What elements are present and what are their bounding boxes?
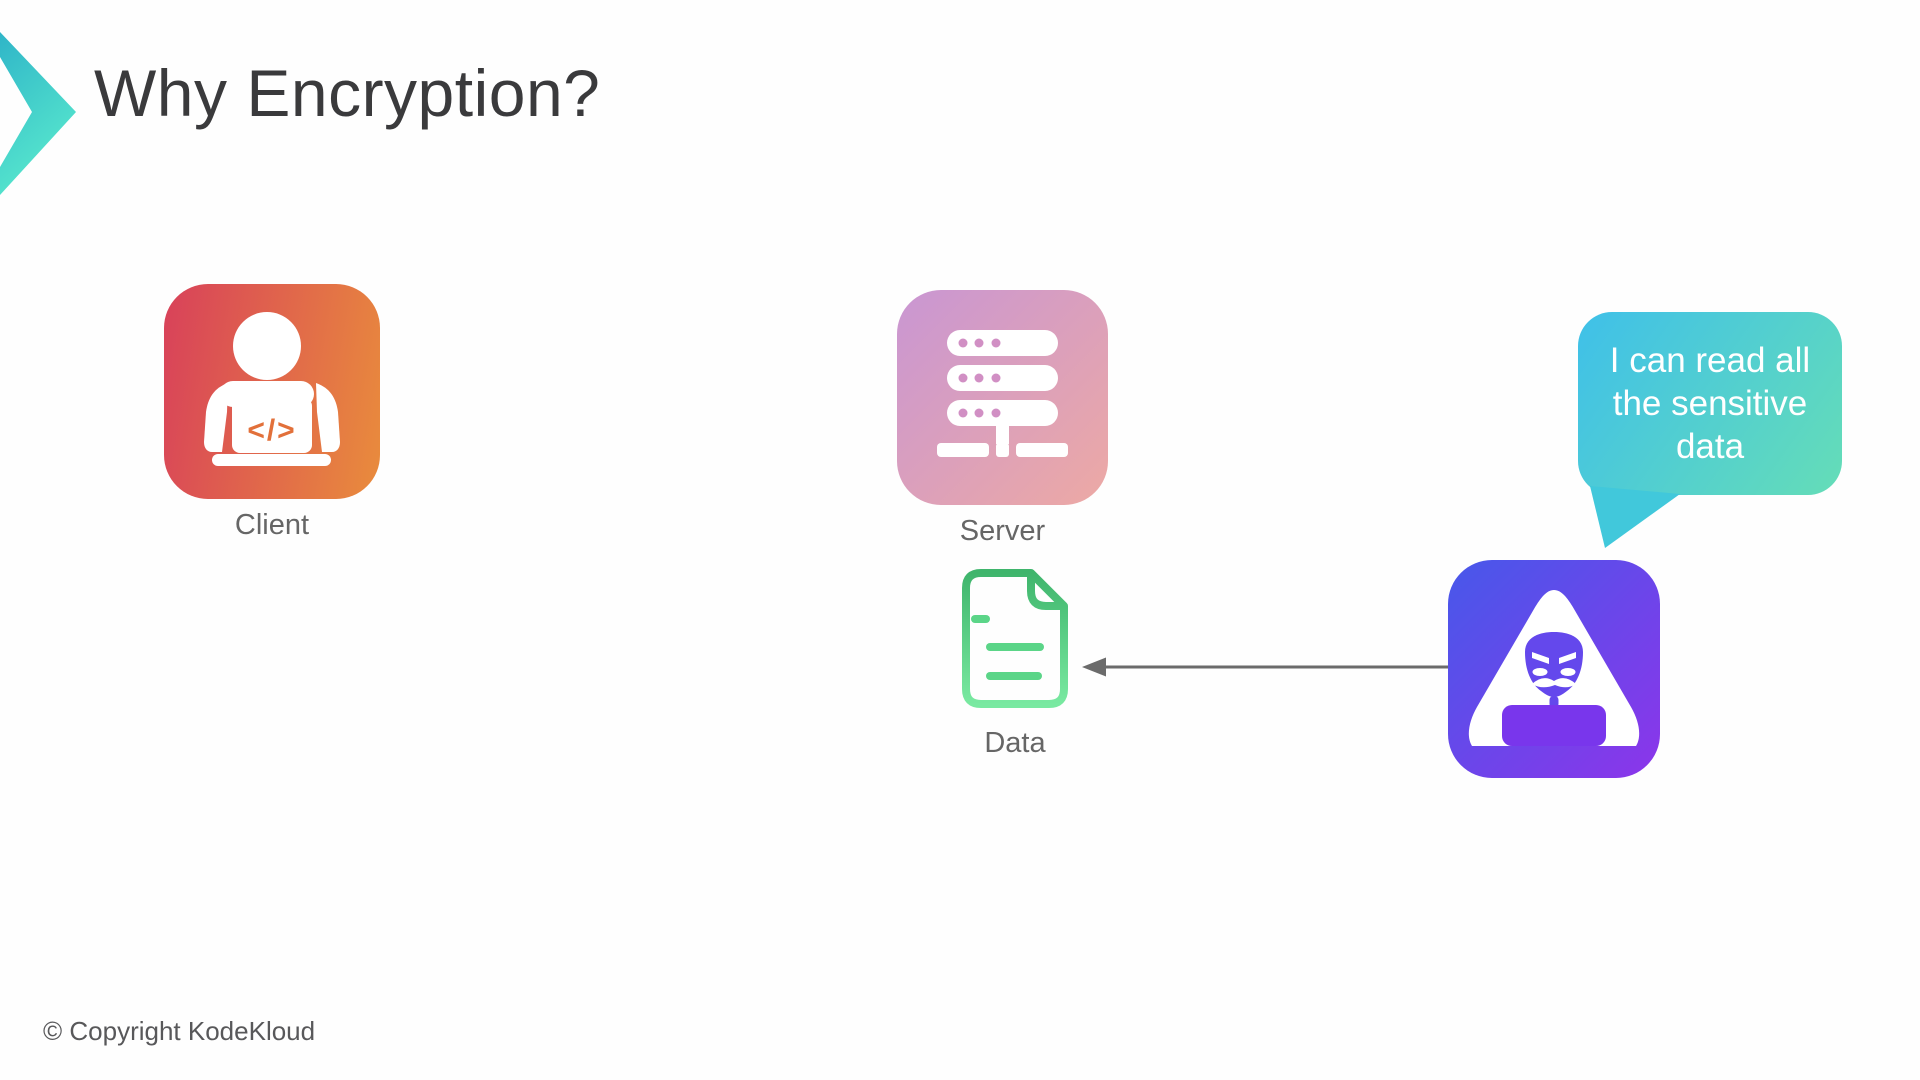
document-icon bbox=[962, 569, 1068, 708]
laptop-base bbox=[212, 454, 331, 466]
laptop-screen bbox=[232, 398, 312, 453]
person-head bbox=[233, 312, 301, 380]
person-right-arm bbox=[316, 383, 340, 452]
developer-person-icon: </> bbox=[164, 284, 380, 499]
page-title: Why Encryption? bbox=[94, 56, 601, 130]
server-node: Server bbox=[897, 290, 1108, 548]
person-left-arm bbox=[204, 383, 228, 452]
kodekloud-chevron-logo bbox=[0, 32, 76, 195]
speech-bubble: I can read all the sensitive data bbox=[1578, 312, 1842, 495]
copyright-footer: © Copyright KodeKloud bbox=[43, 1016, 316, 1046]
server-label: Server bbox=[959, 515, 1046, 547]
hacker-laptop bbox=[1502, 705, 1606, 746]
client-node: </> Client bbox=[164, 284, 380, 542]
anonymous-hacker-icon bbox=[1448, 560, 1660, 778]
hacker-node bbox=[1448, 560, 1660, 778]
data-label: Data bbox=[984, 727, 1046, 759]
data-node: Data bbox=[958, 568, 1072, 760]
mask-features bbox=[1532, 652, 1576, 688]
speech-bubble-tail bbox=[1590, 486, 1680, 548]
client-label: Client bbox=[234, 509, 310, 541]
document-text-lines bbox=[971, 615, 1044, 680]
server-leds bbox=[958, 338, 1001, 418]
code-glyph: </> bbox=[247, 414, 296, 447]
server-rack-icon bbox=[897, 290, 1108, 505]
arrow-left-icon bbox=[1082, 657, 1450, 677]
speech-bubble-text: I can read all the sensitive data bbox=[1609, 341, 1811, 466]
